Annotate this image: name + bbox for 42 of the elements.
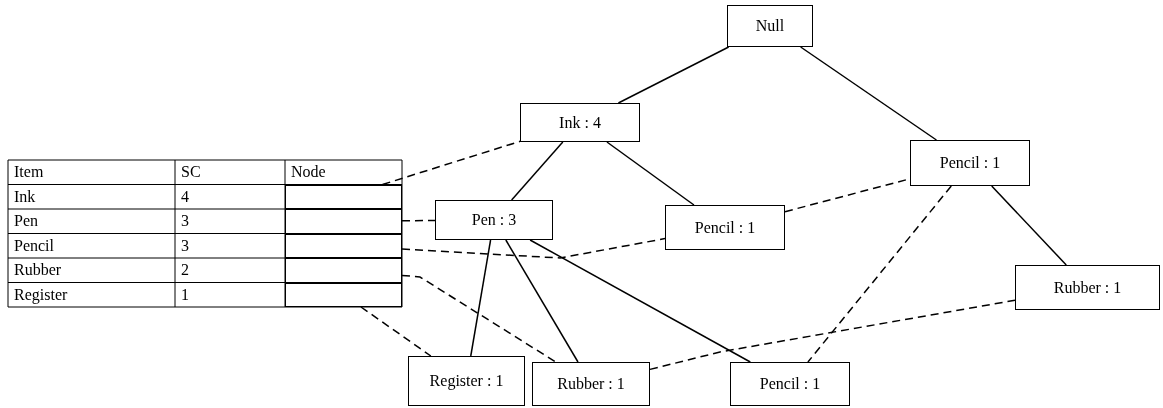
node-link-line [381,140,521,186]
tree-edge [606,141,695,206]
item-name: Register [14,284,68,306]
tree-edge [990,185,1067,266]
node-link-line [807,185,952,363]
table-header: Node [291,162,326,182]
tree-node: Pen : 3 [435,200,553,240]
node-link-line [401,219,436,222]
pointer-slot [285,233,402,258]
item-name: Pen [14,211,38,231]
node-link-line [649,299,1016,371]
pointer-slot [285,258,402,283]
tree-edge [617,46,730,104]
tree-edge [510,141,564,201]
support-count: 2 [181,260,189,280]
pointer-slot [285,184,402,209]
item-name: Pencil [14,235,54,256]
support-count: 4 [181,186,189,207]
node-link-line [401,237,666,259]
tree-node: Rubber : 1 [1015,265,1160,310]
support-count: 3 [181,235,189,256]
support-count: 1 [181,284,189,305]
tree-edge [470,239,492,357]
tree-node: Pencil : 1 [665,205,785,250]
tree-node: Ink : 4 [520,103,640,142]
tree-node: Rubber : 1 [532,362,650,406]
pointer-slot [285,282,402,307]
tree-node: Pencil : 1 [730,362,850,406]
tree-edge [529,239,752,363]
pointer-slot [285,209,402,234]
tree-edge [505,239,579,363]
item-name: Ink [14,186,36,207]
tree-node: Pencil : 1 [910,140,1030,186]
tree-node: Register : 1 [408,356,525,406]
support-count: 3 [181,211,189,231]
tree-edge [799,46,938,141]
table-header: Item [14,162,44,182]
table-header: SC [181,162,201,182]
tree-node: Null [727,5,813,47]
node-link-line [360,306,432,357]
item-name: Rubber [14,260,62,280]
node-link-line [401,274,557,363]
